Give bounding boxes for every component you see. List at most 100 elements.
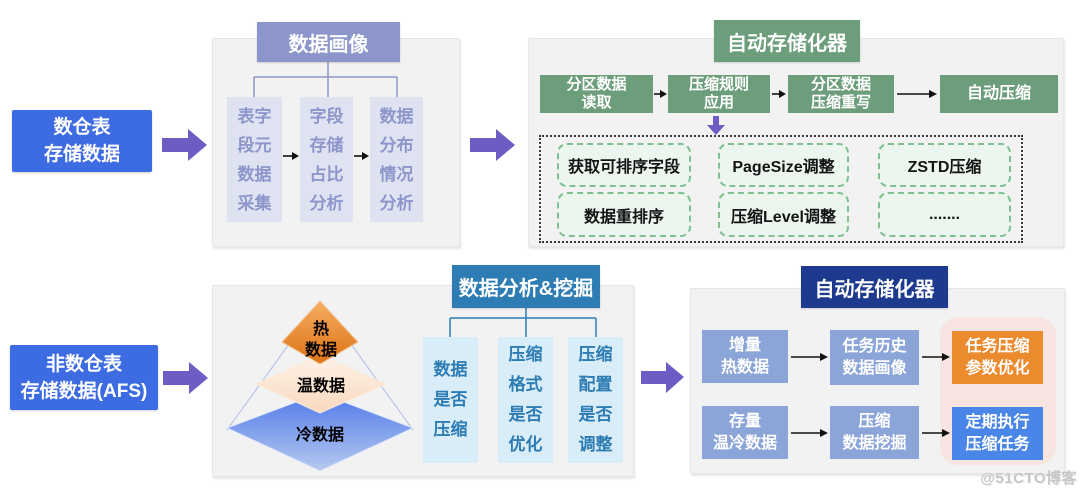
strategy-more: ....... — [878, 192, 1011, 237]
right-arrow-icon — [654, 89, 667, 99]
strategy-label: 压缩Level调整 — [731, 208, 836, 226]
flow-step-read-partition: 分区数据 读取 — [540, 75, 653, 113]
optimizer-header-bottom: 自动存储化器 — [801, 266, 948, 308]
box-line: 数据挖掘 — [842, 434, 907, 452]
data-temperature-pyramid: 热 数据 温数据 冷数据 — [212, 285, 442, 475]
strategy-level: 压缩Level调整 — [718, 192, 849, 237]
flow-line: 分区数据 — [810, 76, 871, 93]
pyramid-cold-label: 冷数据 — [296, 425, 344, 444]
box-line: 温冷数据 — [712, 434, 777, 452]
flow-arrow-icon — [163, 361, 209, 395]
box-line: 增量 — [728, 336, 761, 354]
input-stock-warm-cold: 存量 温冷数据 — [702, 406, 788, 459]
analysis-header: 数据分析&挖掘 — [452, 265, 600, 308]
flow-arrow-icon — [470, 128, 516, 162]
box-line: 压缩 — [858, 412, 891, 430]
step-line: 存储 — [309, 135, 344, 155]
strategy-label: 数据重排序 — [583, 208, 664, 226]
step-line: 字段 — [309, 106, 344, 126]
pyramid-warm-label: 温数据 — [296, 376, 345, 395]
strategy-zstd: ZSTD压缩 — [878, 143, 1011, 187]
box-line: 参数优化 — [965, 359, 1030, 377]
step-line: 情况 — [379, 164, 414, 184]
panel-title: 自动存储化器 — [814, 278, 935, 301]
source-box-warehouse: 数仓表 存储数据 — [12, 110, 152, 172]
step-line: 采集 — [237, 193, 272, 213]
right-arrow-icon — [791, 352, 828, 362]
strategy-label: ZSTD压缩 — [907, 159, 982, 176]
flow-line: 读取 — [581, 94, 612, 111]
check-line: 数据 — [433, 360, 468, 379]
profile-step-collect: 表字 段元 数据 采集 — [227, 97, 282, 222]
flow-line: 自动压缩 — [966, 85, 1031, 102]
strategy-label: ....... — [928, 205, 961, 223]
input-incremental-hot: 增量 热数据 — [702, 330, 788, 383]
right-arrow-icon — [897, 89, 937, 99]
strategy-label: 获取可排序字段 — [567, 159, 680, 176]
check-format: 压缩 格式 是否 优化 — [498, 337, 553, 463]
source-line: 非数仓表 — [45, 353, 122, 375]
strategy-reorder: 数据重排序 — [557, 192, 691, 237]
watermark: @51CTO博客 — [980, 470, 1077, 487]
step-line: 段元 — [237, 135, 272, 155]
check-line: 压缩 — [508, 345, 543, 364]
data-profile-header: 数据画像 — [257, 22, 400, 62]
strategy-label: PageSize调整 — [732, 159, 835, 176]
flow-step-auto-compress: 自动压缩 — [940, 75, 1058, 113]
output-scheduled-compress: 定期执行 压缩任务 — [952, 407, 1043, 460]
flow-line: 应用 — [703, 94, 734, 111]
check-line: 配置 — [578, 375, 613, 394]
step-line: 表字 — [237, 106, 272, 126]
source-line: 存储数据(AFS) — [20, 380, 148, 402]
pyramid-hot-label: 数据 — [305, 340, 337, 359]
check-line: 调整 — [578, 435, 613, 454]
flow-arrow-icon — [641, 361, 685, 394]
source-line: 存储数据 — [43, 144, 120, 165]
process-compression-mining: 压缩 数据挖掘 — [830, 406, 919, 459]
box-line: 存量 — [728, 412, 761, 430]
strategy-group — [539, 135, 1023, 243]
strategy-sortable-fields: 获取可排序字段 — [557, 143, 691, 187]
check-line: 优化 — [508, 435, 543, 454]
output-param-optimize: 任务压缩 参数优化 — [952, 331, 1043, 384]
connector-lines — [212, 61, 458, 98]
step-line: 分析 — [309, 193, 344, 213]
flow-line: 压缩规则 — [688, 76, 749, 93]
box-line: 热数据 — [720, 358, 769, 376]
panel-title: 自动存储化器 — [727, 32, 847, 55]
source-line: 数仓表 — [53, 117, 111, 138]
box-line: 任务压缩 — [965, 337, 1030, 355]
check-line: 压缩 — [433, 420, 468, 439]
check-line: 是否 — [578, 405, 613, 424]
check-config: 压缩 配置 是否 调整 — [568, 337, 623, 463]
check-line: 格式 — [508, 375, 543, 394]
right-arrow-icon — [791, 428, 828, 438]
box-line: 压缩任务 — [965, 435, 1030, 453]
right-arrow-icon — [922, 352, 950, 362]
down-arrow-icon — [706, 116, 726, 135]
panel-title: 数据画像 — [288, 33, 369, 56]
right-arrow-icon — [354, 151, 369, 161]
step-line: 数据 — [379, 106, 414, 126]
optimizer-header-top: 自动存储化器 — [714, 20, 860, 62]
box-line: 任务历史 — [842, 337, 907, 355]
strategy-pagesize: PageSize调整 — [718, 143, 849, 187]
right-arrow-icon — [283, 151, 299, 161]
check-line: 压缩 — [578, 345, 613, 364]
flow-line: 压缩重写 — [810, 94, 871, 111]
panel-title: 数据分析&挖掘 — [458, 278, 594, 300]
profile-step-distribution: 数据 分布 情况 分析 — [370, 97, 423, 222]
right-arrow-icon — [922, 428, 950, 438]
pyramid-hot-label: 热 — [313, 319, 329, 338]
flow-step-rewrite: 分区数据 压缩重写 — [788, 75, 894, 113]
flow-step-apply-rule: 压缩规则 应用 — [668, 75, 770, 113]
right-arrow-icon — [772, 89, 786, 99]
step-line: 数据 — [237, 164, 272, 184]
step-line: 分布 — [379, 135, 414, 155]
check-line: 是否 — [433, 390, 468, 409]
connector-lines — [420, 307, 620, 338]
box-line: 定期执行 — [965, 413, 1030, 431]
step-line: 分析 — [379, 193, 414, 213]
profile-step-ratio: 字段 存储 占比 分析 — [300, 97, 353, 222]
